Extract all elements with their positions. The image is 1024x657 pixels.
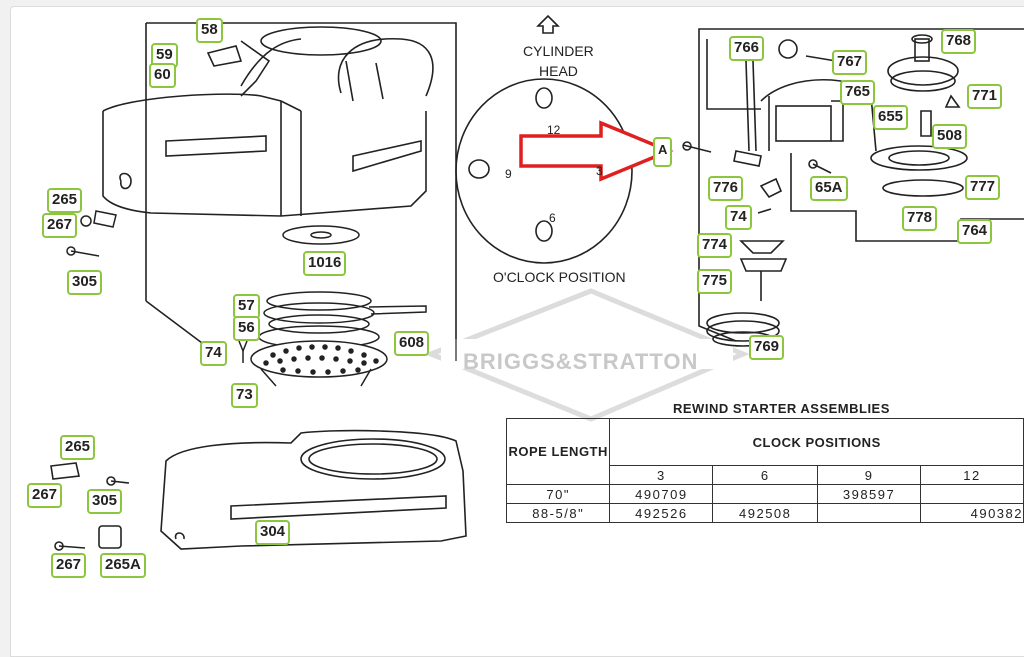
clock-3-label: 3: [596, 164, 603, 178]
part-callout-58[interactable]: 58: [196, 18, 223, 43]
part-callout-778[interactable]: 778: [902, 206, 938, 231]
part-callout-777[interactable]: 777: [965, 175, 1001, 200]
rewind-starter-table: ROPE LENGTH CLOCK POSITIONS 3 6 9 12 70"…: [505, 418, 1024, 523]
rope-length-cell: 70": [505, 484, 611, 504]
table-title: REWIND STARTER ASSEMBLIES: [673, 401, 890, 416]
part-callout-74[interactable]: 74: [200, 341, 227, 366]
column-header: 3: [609, 465, 714, 485]
part-callout-769[interactable]: 769: [749, 335, 785, 360]
parts-diagram-art: [50, 14, 1024, 551]
part-callout-765[interactable]: 765: [840, 80, 876, 105]
blower-housing-drawing: [102, 22, 457, 362]
clock-position-diagram: [455, 14, 633, 264]
part-callout-57[interactable]: 57: [233, 294, 260, 319]
part-callout-766[interactable]: 766: [729, 36, 765, 61]
part-callout-267-bottom[interactable]: 267: [51, 553, 87, 578]
part-callout-305[interactable]: 305: [67, 270, 103, 295]
column-header: 6: [712, 465, 819, 485]
part-callout-771[interactable]: 771: [967, 84, 1003, 109]
diagram-panel: CYLINDER HEAD O'CLOCK POSITION 12 3 6 9 …: [10, 6, 1024, 657]
part-number-cell: [920, 484, 1024, 504]
part-callout-768[interactable]: 768: [941, 29, 977, 54]
brand-watermark: [424, 288, 750, 422]
part-number-cell: [712, 484, 819, 504]
part-callout-764[interactable]: 764: [957, 219, 993, 244]
cylinder-head-label-line2: HEAD: [539, 63, 578, 79]
part-callout-774[interactable]: 774: [697, 233, 733, 258]
part-callout-56[interactable]: 56: [233, 316, 260, 341]
cylinder-head-label-line1: CYLINDER: [523, 43, 594, 59]
clock-columns-row: 3 6 9 12: [507, 465, 1024, 485]
oclock-position-label: O'CLOCK POSITION: [493, 269, 626, 285]
clock-12-label: 12: [547, 123, 561, 137]
part-callout-1016[interactable]: 1016: [303, 251, 347, 276]
part-number-cell: [817, 503, 922, 523]
column-header: 12: [920, 465, 1024, 485]
part-callout-775[interactable]: 775: [697, 269, 733, 294]
starter-cup-stack-drawing: [238, 291, 427, 387]
arrow-target-screw: [682, 141, 712, 153]
clock-positions-header: CLOCK POSITIONS: [609, 418, 1024, 466]
table-header-row: ROPE LENGTH CLOCK POSITIONS: [505, 418, 1024, 485]
rewind-starter-assembly-drawing: [698, 28, 1024, 347]
part-callout-776[interactable]: 776: [708, 176, 744, 201]
part-callout-73[interactable]: 73: [231, 383, 258, 408]
part-callout-74-right[interactable]: 74: [725, 205, 752, 230]
part-number-cell: 490382: [920, 503, 1024, 523]
part-callout-265[interactable]: 265: [47, 188, 83, 213]
column-header: 9: [817, 465, 922, 485]
clip-and-bolts-left-drawing: [66, 210, 117, 257]
part-callout-265A[interactable]: 265A: [100, 553, 146, 578]
part-callout-304[interactable]: 304: [255, 520, 291, 545]
lower-housing-drawing: [50, 429, 467, 551]
part-number-cell: 490709: [609, 484, 714, 504]
rope-length-cell: 88-5/8": [505, 503, 611, 523]
part-callout-65A[interactable]: 65A: [810, 176, 848, 201]
part-number-cell: 492526: [609, 503, 714, 523]
clock-6-label: 6: [549, 211, 556, 225]
part-callout-265-lower[interactable]: 265: [60, 435, 96, 460]
watermark-text: BRIGGS&STRATTON: [463, 349, 699, 374]
indicator-arrow: [519, 120, 674, 182]
part-number-cell: 492508: [712, 503, 819, 523]
part-callout-655[interactable]: 655: [873, 105, 909, 130]
rope-length-header: ROPE LENGTH: [505, 418, 611, 485]
table-row: 88-5/8" 492526 492508 490382: [505, 503, 1024, 523]
part-callout-608[interactable]: 608: [394, 331, 430, 356]
part-callout-267-lower[interactable]: 267: [27, 483, 63, 508]
part-callout-305-lower[interactable]: 305: [87, 489, 123, 514]
washer-1016-drawing: [282, 225, 360, 245]
part-callout-arrow-target[interactable]: A: [653, 137, 673, 167]
part-number-cell: 398597: [817, 484, 922, 504]
part-callout-60[interactable]: 60: [149, 63, 176, 88]
clock-9-label: 9: [505, 167, 512, 181]
part-callout-508[interactable]: 508: [932, 124, 968, 149]
part-callout-767[interactable]: 767: [832, 50, 868, 75]
part-callout-267[interactable]: 267: [42, 213, 78, 238]
table-row: 70" 490709 398597: [505, 484, 1024, 504]
